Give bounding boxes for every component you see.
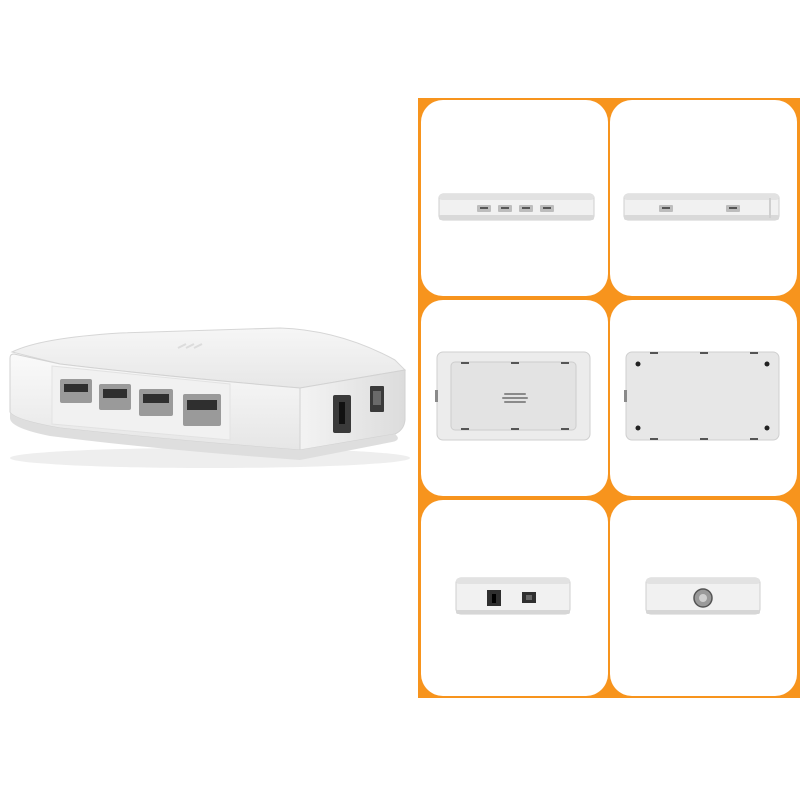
view-bottom bbox=[610, 300, 797, 496]
usb-port-4 bbox=[183, 394, 221, 426]
front-view-image bbox=[438, 193, 595, 221]
usb-ports bbox=[60, 379, 221, 426]
view-right-side bbox=[610, 500, 797, 696]
product-views-panel bbox=[418, 98, 800, 698]
rj-port bbox=[370, 386, 384, 412]
usb-port-2 bbox=[99, 384, 131, 410]
view-left-side bbox=[421, 500, 608, 696]
view-top bbox=[421, 300, 608, 496]
view-front bbox=[421, 100, 608, 296]
top-view-image bbox=[435, 351, 591, 441]
view-rear bbox=[610, 100, 797, 296]
bottom-view-image bbox=[624, 351, 780, 441]
left-side-view-image bbox=[455, 577, 571, 615]
rear-view-image bbox=[623, 193, 780, 221]
right-side-view-image bbox=[645, 577, 761, 615]
dc-power-jack bbox=[333, 395, 351, 433]
logo-mark bbox=[177, 343, 203, 349]
usb-port-3 bbox=[139, 389, 173, 416]
usb-hub-render bbox=[9, 327, 410, 468]
hub-bottom-rim bbox=[10, 412, 398, 460]
main-product-image bbox=[0, 300, 420, 480]
usb-port-1 bbox=[60, 379, 92, 403]
